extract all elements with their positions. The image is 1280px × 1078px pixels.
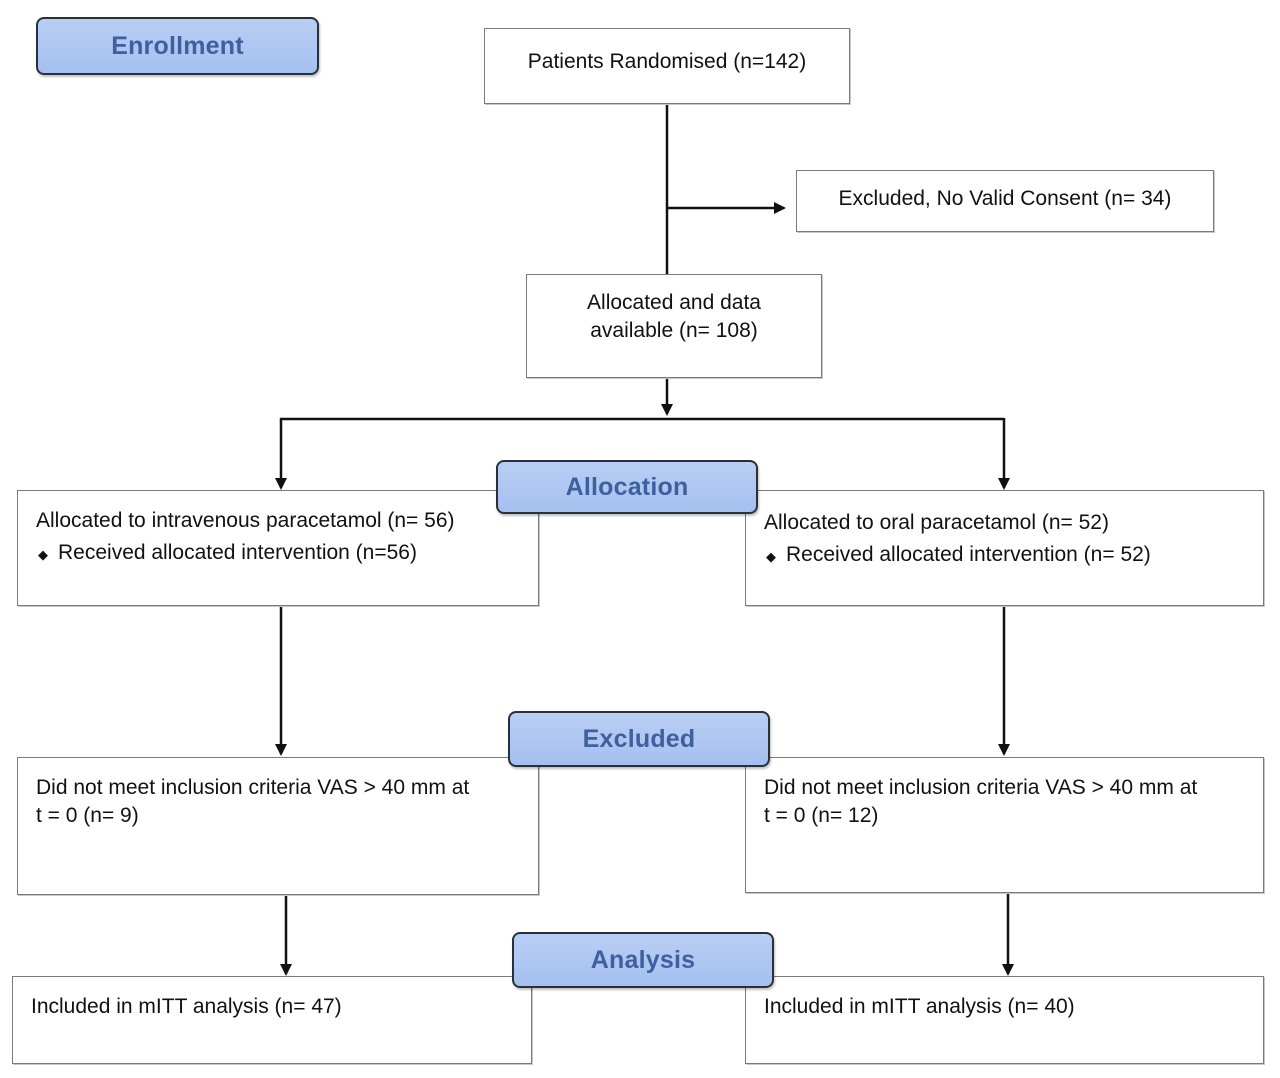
box-patients-randomised: Patients Randomised (n=142)	[484, 28, 850, 104]
box-allocated-line1: Allocated and data	[587, 291, 761, 314]
box-iv-analysis: Included in mITT analysis (n= 47)	[12, 976, 532, 1064]
stage-label-excluded-text: Excluded	[582, 724, 696, 753]
box-excluded-no-consent: Excluded, No Valid Consent (n= 34)	[796, 170, 1214, 232]
box-oral-received-text: Received allocated intervention (n= 52)	[786, 543, 1151, 566]
box-oral-allocation-title: Allocated to oral paracetamol (n= 52)	[764, 511, 1109, 534]
stage-label-enrollment: Enrollment	[36, 17, 319, 75]
box-iv-excluded-line1: Did not meet inclusion criteria VAS > 40…	[36, 776, 470, 799]
box-allocated-data-available: Allocated and data available (n= 108)	[526, 274, 822, 378]
box-oral-excluded: Did not meet inclusion criteria VAS > 40…	[745, 757, 1264, 893]
box-oral-analysis-text: Included in mITT analysis (n= 40)	[764, 995, 1075, 1018]
box-oral-excluded-line1: Did not meet inclusion criteria VAS > 40…	[764, 776, 1198, 799]
stage-label-excluded: Excluded	[508, 711, 770, 767]
box-iv-received-line: ◆ Received allocated intervention (n=56)	[36, 539, 538, 569]
diamond-bullet-icon: ◆	[766, 549, 776, 564]
stage-label-allocation: Allocation	[496, 460, 758, 514]
box-oral-allocation: Allocated to oral paracetamol (n= 52) ◆ …	[745, 490, 1264, 606]
box-iv-excluded: Did not meet inclusion criteria VAS > 40…	[17, 757, 539, 895]
box-oral-analysis: Included in mITT analysis (n= 40)	[745, 976, 1264, 1064]
box-iv-allocation-title: Allocated to intravenous paracetamol (n=…	[36, 509, 455, 532]
box-oral-received-line: ◆ Received allocated intervention (n= 52…	[764, 541, 1263, 571]
box-patients-randomised-text: Patients Randomised (n=142)	[527, 50, 807, 73]
stage-label-analysis: Analysis	[512, 932, 774, 988]
stage-label-analysis-text: Analysis	[590, 945, 696, 974]
box-allocated-line2: available (n= 108)	[590, 319, 758, 342]
diamond-bullet-icon: ◆	[38, 547, 48, 562]
stage-label-allocation-text: Allocation	[565, 472, 689, 501]
box-iv-analysis-text: Included in mITT analysis (n= 47)	[31, 995, 342, 1018]
box-iv-received-text: Received allocated intervention (n=56)	[58, 541, 417, 564]
box-iv-excluded-line2: t = 0 (n= 9)	[36, 804, 139, 827]
stage-label-enrollment-text: Enrollment	[111, 31, 244, 60]
box-excluded-no-consent-text: Excluded, No Valid Consent (n= 34)	[838, 187, 1172, 210]
box-iv-allocation: Allocated to intravenous paracetamol (n=…	[17, 490, 539, 606]
box-oral-excluded-line2: t = 0 (n= 12)	[764, 804, 879, 827]
